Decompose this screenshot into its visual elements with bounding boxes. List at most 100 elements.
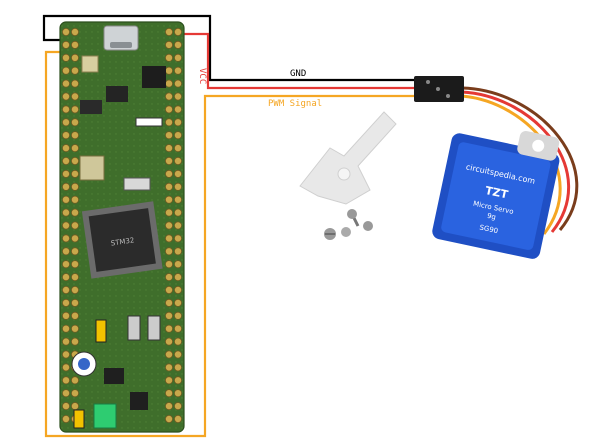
header-pin bbox=[71, 389, 80, 398]
header-pin bbox=[62, 350, 71, 359]
header-pin bbox=[164, 414, 173, 423]
header-pin bbox=[164, 40, 173, 49]
header-pin bbox=[164, 311, 173, 320]
header-pin bbox=[164, 363, 173, 372]
header-pin bbox=[173, 79, 182, 88]
header-pin bbox=[62, 53, 71, 62]
header-pin bbox=[173, 118, 182, 127]
header-pin bbox=[164, 273, 173, 282]
header-pin bbox=[164, 118, 173, 127]
header-pin bbox=[71, 92, 80, 101]
header-pin bbox=[62, 285, 71, 294]
header-pin bbox=[71, 169, 80, 178]
header-pin bbox=[62, 247, 71, 256]
header-pin bbox=[173, 27, 182, 36]
header-pin bbox=[62, 324, 71, 333]
header-pin bbox=[71, 66, 80, 75]
gnd-label: GND bbox=[290, 69, 306, 79]
header-pin bbox=[71, 221, 80, 230]
header-pin bbox=[71, 208, 80, 217]
gnd-wire bbox=[42, 14, 420, 82]
mcu-chip: STM32 bbox=[81, 201, 163, 279]
header-pin bbox=[164, 389, 173, 398]
header-pin bbox=[173, 169, 182, 178]
header-pin bbox=[164, 79, 173, 88]
header-pin bbox=[71, 324, 80, 333]
header-pin bbox=[62, 131, 71, 140]
header-pin bbox=[71, 376, 80, 385]
chip-label: STM32 bbox=[110, 236, 135, 247]
header-pin bbox=[164, 298, 173, 307]
user-button bbox=[127, 315, 141, 341]
header-pin bbox=[62, 105, 71, 114]
header-pin bbox=[71, 53, 80, 62]
header-pin bbox=[173, 414, 182, 423]
header-pin bbox=[173, 285, 182, 294]
header-pin bbox=[173, 260, 182, 269]
header-pin bbox=[71, 131, 80, 140]
header-pin bbox=[164, 182, 173, 191]
header-pin bbox=[62, 260, 71, 269]
header-pin bbox=[173, 156, 182, 165]
header-pin bbox=[71, 260, 80, 269]
header-pin bbox=[173, 273, 182, 282]
header-pin bbox=[164, 376, 173, 385]
header-pin bbox=[164, 260, 173, 269]
servo-motor: circuitspedia.com TZT Micro Servo 9g SG9… bbox=[432, 131, 560, 259]
header-pin bbox=[173, 298, 182, 307]
header-pin bbox=[62, 376, 71, 385]
header-pin bbox=[173, 182, 182, 191]
header-pin bbox=[71, 118, 80, 127]
header-pin bbox=[62, 66, 71, 75]
header-pin bbox=[71, 298, 80, 307]
header-pin bbox=[62, 208, 71, 217]
header-pin bbox=[164, 66, 173, 75]
header-pin bbox=[173, 208, 182, 217]
header-pin bbox=[62, 311, 71, 320]
header-pin bbox=[71, 27, 80, 36]
header-pin bbox=[164, 156, 173, 165]
header-pin bbox=[173, 324, 182, 333]
header-pin bbox=[173, 337, 182, 346]
header-pin bbox=[164, 105, 173, 114]
right-pin-header bbox=[164, 27, 182, 423]
header-pin bbox=[164, 195, 173, 204]
header-pin bbox=[173, 376, 182, 385]
servo-weight: 9g bbox=[486, 212, 496, 222]
header-pin bbox=[62, 234, 71, 243]
header-pin bbox=[71, 337, 80, 346]
header-pin bbox=[164, 92, 173, 101]
header-pin bbox=[164, 221, 173, 230]
vcc-wire bbox=[180, 32, 420, 90]
header-pin bbox=[71, 247, 80, 256]
header-pin bbox=[62, 118, 71, 127]
header-pin bbox=[62, 273, 71, 282]
header-pin bbox=[173, 53, 182, 62]
header-pin bbox=[71, 285, 80, 294]
header-pin bbox=[173, 247, 182, 256]
header-pin bbox=[173, 234, 182, 243]
header-pin bbox=[164, 234, 173, 243]
header-pin bbox=[173, 131, 182, 140]
vcc-label: VCC bbox=[197, 68, 207, 84]
header-pin bbox=[62, 402, 71, 411]
oscillator bbox=[79, 155, 105, 181]
header-pin bbox=[62, 144, 71, 153]
header-pin bbox=[71, 402, 80, 411]
header-pin bbox=[71, 234, 80, 243]
header-pin bbox=[62, 156, 71, 165]
servo-horn bbox=[299, 111, 397, 205]
header-pin bbox=[62, 182, 71, 191]
header-pin bbox=[164, 169, 173, 178]
header-pin bbox=[164, 324, 173, 333]
header-pin bbox=[164, 285, 173, 294]
header-pin bbox=[173, 66, 182, 75]
pwm-wire bbox=[44, 50, 420, 438]
header-pin bbox=[164, 131, 173, 140]
header-pin bbox=[164, 350, 173, 359]
header-pin bbox=[62, 169, 71, 178]
header-pin bbox=[173, 195, 182, 204]
header-pin bbox=[164, 144, 173, 153]
header-pin bbox=[71, 79, 80, 88]
